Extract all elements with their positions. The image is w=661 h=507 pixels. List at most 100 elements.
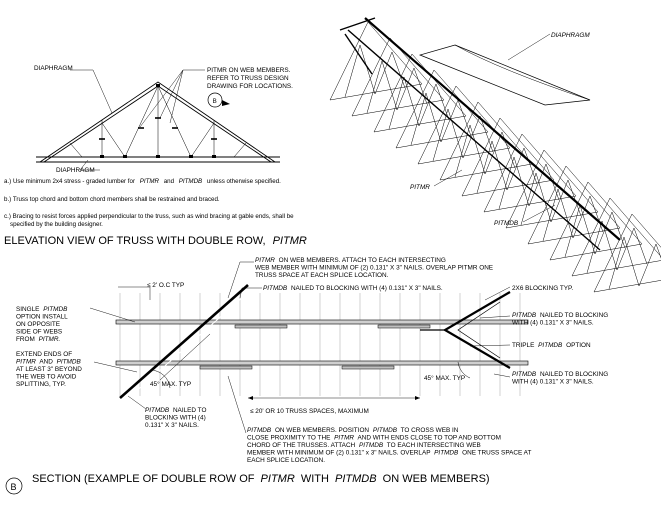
svg-text:PITMDB NAILED TO BLOCKIN: PITMDB NAILED TO BLOCKING [512, 312, 608, 319]
iso-truss-webs [432, 108, 494, 162]
iso-truss-profile [417, 85, 511, 165]
nailed-left-pitmdb: PITMDB [145, 407, 170, 414]
section-title-with: WITH [301, 473, 329, 485]
isometric-roof-view: DIAPHRAGM PITMR PITMDB [329, 17, 661, 293]
svg-text:SINGLE PITMDB: SINGLE PITMDB [16, 306, 68, 313]
bottom-note-line2b: AND WITH ENDS CLOSE TO TOP AND BOTTOM [357, 435, 500, 442]
note-a-pre: a.) Use minimum 2x4 stress - graded lumb… [4, 178, 135, 185]
single-option-line1: SINGLE [16, 306, 39, 313]
triple-option-pre: TRIPLE [512, 342, 534, 349]
svg-text:TRIPLE PITMDB OPTI: TRIPLE PITMDB OPTION [512, 342, 591, 349]
svg-text:CLOSE PROXIMITY TO THE P: CLOSE PROXIMITY TO THE PITMR AND WITH EN… [247, 435, 501, 442]
diaphragm-label-bottom: DIAPHRAGM [56, 167, 95, 174]
top-note-line2: WEB MEMBER WITH MINIMUM OF (2) 0.131" X … [255, 265, 493, 272]
nailed-left-line2: BLOCKING WITH (4) [145, 415, 206, 422]
nailed-r2-pitmdb: PITMDB [512, 371, 537, 378]
iso-truss-webs [476, 140, 538, 194]
max-angle-left: 45° MAX. TYP [150, 380, 191, 388]
elevation-title-text: ELEVATION VIEW OF TRUSS WITH DOUBLE ROW, [4, 235, 266, 247]
svg-text:PITMDB NAILED TO BLOCKIN: PITMDB NAILED TO BLOCKING [512, 371, 608, 378]
truss-elevation: B DIAPHRAGM DIAPHRAGM PITMR ON WEB MEMBE… [34, 65, 293, 174]
nailed-left-line3: 0.131" X 3" NAILS. [145, 422, 199, 429]
pitmr-note-line3: DRAWING FOR LOCATIONS. [207, 83, 293, 90]
svg-text:CHORD OF THE TRUSSES. ATTACH: CHORD OF THE TRUSSES. ATTACH PITMDB TO E… [247, 442, 481, 449]
top-note-line1: ON WEB MEMBERS. ATTACH TO EACH INTERSECT… [279, 257, 446, 264]
nailed-left-line1: NAILED TO [173, 407, 207, 414]
nailed-top-pitmdb: PITMDB [263, 285, 288, 292]
elevation-view-title: ELEVATION VIEW OF TRUSS WITH DOUBLE ROW,… [4, 235, 307, 247]
single-option-line2: OPTION INSTALL [16, 314, 68, 321]
iso-truss-webs [388, 76, 450, 130]
svg-text:PITMR ON WEB MEMBERS. AT: PITMR ON WEB MEMBERS. ATTACH TO EACH INT… [255, 257, 446, 264]
iso-truss-profile [351, 37, 445, 117]
nailed-r1-line1: NAILED TO BLOCKING [540, 312, 608, 319]
extend-line1: EXTEND ENDS OF [16, 351, 72, 358]
iso-truss-profile [527, 165, 621, 245]
bottom-note-line1: ON WEB MEMBERS. POSITION [275, 427, 369, 434]
svg-text:PITMDB NAILED TO: PITMDB NAILED TO [145, 407, 206, 414]
triple-option-pitmdb: PITMDB [538, 342, 563, 349]
iso-truss-webs [366, 60, 428, 114]
iso-truss-profile [329, 21, 423, 101]
svg-text:PITMR AND PITMDB: PITMR AND PITMDB [16, 359, 81, 366]
svg-text:PITMDB NAILED TO BLOCKIN: PITMDB NAILED TO BLOCKING WITH (4) 0.131… [263, 285, 443, 292]
nailed-top-text: NAILED TO BLOCKING WITH (4) 0.131" X 3" … [291, 285, 443, 292]
single-option-pitmr: PITMR. [39, 336, 61, 343]
iso-truss-profile [505, 149, 599, 229]
iso-truss-profile [549, 181, 643, 261]
single-option-pitmdb: PITMDB [43, 306, 68, 313]
single-option-line3: ON OPPOSITE [16, 321, 60, 328]
bottom-note-pitmdb2: PITMDB [373, 427, 398, 434]
nailed-r2-line1: NAILED TO BLOCKING [540, 371, 608, 378]
extend-line4: THE WEB TO AVOID [16, 374, 77, 381]
bottom-note-line4b: ONE TRUSS SPACE AT [462, 450, 531, 457]
note-c-line2: specified by the building designer. [10, 221, 103, 228]
iso-truss-profile [483, 133, 577, 213]
note-a-pitmdb: PITMDB [179, 178, 202, 185]
iso-pitmdb-label: PITMDB [494, 220, 519, 227]
iso-truss-webs [498, 156, 560, 210]
span-dimension-label: ≤ 20' OR 10 TRUSS SPACES, MAXIMUM [250, 408, 369, 415]
top-note-pitmr: PITMR [255, 257, 275, 264]
svg-text:FROM PITMR.: FROM PITMR. [16, 336, 60, 343]
bottom-note-pitmdb: PITMDB [247, 427, 272, 434]
svg-text:MEMBER WITH MINIMUM OF (2) 0.1: MEMBER WITH MINIMUM OF (2) 0.131" x 3" N… [247, 450, 531, 457]
pitmr-note-line1: PITMR ON WEB MEMBERS. [207, 67, 291, 74]
iso-truss-webs [454, 124, 516, 178]
iso-truss-profile [461, 117, 555, 197]
nailed-r1-pitmdb: PITMDB [512, 312, 537, 319]
note-c-line1: c.) Bracing to resist forces applied per… [4, 213, 294, 220]
note-a-and: and [164, 178, 175, 185]
single-option-line4: SIDE OF WEBS [16, 329, 62, 336]
svg-text:a.) Use minimum 2x4 stress - g: a.) Use minimum 2x4 stress - graded lumb… [4, 178, 281, 185]
bottom-note-line3: CHORD OF THE TRUSSES. ATTACH [247, 442, 356, 449]
bottom-note-pitmdb4: PITMDB [434, 450, 459, 457]
section-view: ≤ 2' O.C TYP PITMR ON WEB MEMBERS. ATTAC… [16, 257, 608, 464]
iso-truss-profile [395, 69, 489, 149]
section-title-pitmr: PITMR [261, 473, 295, 485]
iso-truss-webs [586, 220, 648, 274]
iso-truss-webs [608, 236, 661, 290]
pitmr-note-line2: REFER TO TRUSS DESIGN [207, 75, 289, 82]
extend-line5: SPLITTING, TYP. [16, 381, 66, 388]
section-title-pre: SECTION (EXAMPLE OF DOUBLE ROW OF [32, 473, 255, 485]
elevation-title-pitmr: PITMR [273, 235, 307, 247]
bottom-note-pitmr: PITMR [334, 435, 354, 442]
iso-truss-webs [344, 44, 406, 98]
extend-line3: AT LEAST 3" BEYOND [16, 366, 82, 373]
iso-truss-webs [564, 204, 626, 258]
blocking-label: 2X6 BLOCKING TYP. [512, 285, 573, 292]
iso-pitmr-label: PITMR [410, 184, 430, 191]
triple-option-post: OPTION [566, 342, 591, 349]
extend-pitmr: PITMR [16, 359, 36, 366]
extend-and: AND [39, 359, 53, 366]
max-angle-right: 45° MAX. TYP [424, 374, 465, 382]
bottom-note-line3b: TO EACH INTERSECTING WEB [387, 442, 481, 449]
nailed-r2-line2: WITH (4) 0.131" X 3" NAILS. [512, 379, 594, 386]
top-note-line3: TRUSS SPACE AT EACH SPLICE LOCATION. [255, 272, 389, 279]
single-option-line5: FROM [16, 336, 35, 343]
svg-text:PITMDB ON WEB MEMBERS. P: PITMDB ON WEB MEMBERS. POSITION PITMDB T… [247, 427, 459, 434]
bottom-note-line2: CLOSE PROXIMITY TO THE [247, 435, 330, 442]
callout-b-elevation: B [213, 98, 217, 105]
